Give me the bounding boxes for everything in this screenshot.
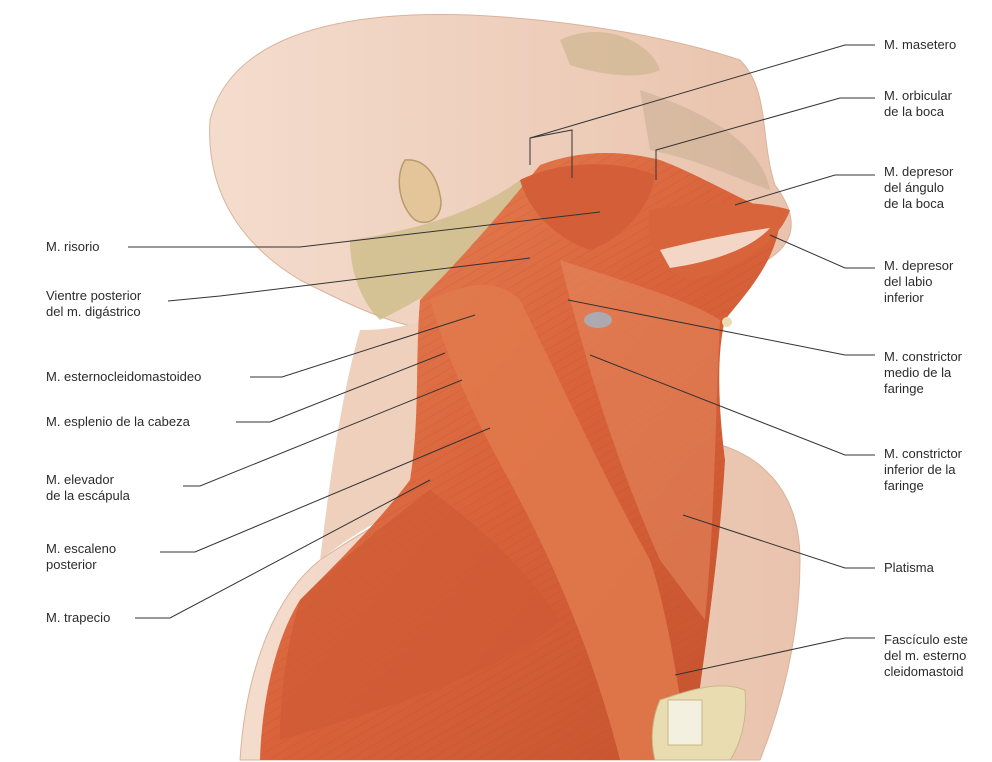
label-trapezius: M. trapecio: [46, 610, 110, 626]
label-depressor-labii-inferioris: M. depresor del labio inferior: [884, 258, 953, 306]
sternum-cap: [668, 700, 702, 745]
cartilage-node: [722, 317, 732, 327]
label-platysma: Platisma: [884, 560, 934, 576]
label-masseter: M. masetero: [884, 37, 956, 53]
label-orbicularis-oris: M. orbicular de la boca: [884, 88, 952, 120]
hyoid-bone: [584, 312, 612, 328]
label-sternal-head: Fascículo este del m. esterno cleidomast…: [884, 632, 968, 680]
label-inferior-constrictor: M. constrictor inferior de la faringe: [884, 446, 962, 494]
label-sternocleidomastoid: M. esternocleidomastoideo: [46, 369, 201, 385]
label-posterior-scalene: M. escaleno posterior: [46, 541, 116, 573]
label-depressor-anguli-oris: M. depresor del ángulo de la boca: [884, 164, 953, 212]
label-digastric: Vientre posterior del m. digástrico: [46, 288, 141, 320]
label-splenius: M. esplenio de la cabeza: [46, 414, 190, 430]
label-risorio: M. risorio: [46, 239, 99, 255]
label-levator-scapulae: M. elevador de la escápula: [46, 472, 130, 504]
label-middle-constrictor: M. constrictor medio de la faringe: [884, 349, 962, 397]
